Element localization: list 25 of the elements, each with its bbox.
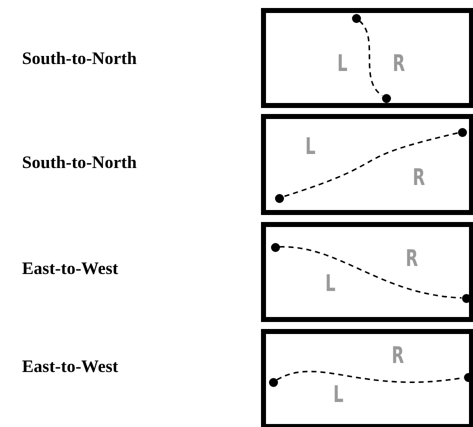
panel-box: [261, 329, 473, 427]
row-label: East-to-West: [22, 258, 118, 278]
endpoint-dot: [274, 194, 284, 202]
panel-box: [261, 114, 473, 215]
side-letter: R: [392, 52, 406, 76]
endpoint-dot: [458, 128, 466, 136]
side-letter: R: [412, 166, 426, 190]
side-letter: R: [406, 247, 418, 271]
endpoint-dot: [352, 14, 360, 22]
dashed-path: [279, 246, 462, 299]
row-label: South-to-North: [22, 152, 137, 172]
side-letter: L: [305, 135, 316, 159]
panel-box: [261, 8, 473, 108]
side-letter: L: [333, 383, 344, 407]
panel-box: [261, 222, 473, 322]
side-letter: L: [337, 52, 348, 76]
row-label: South-to-North: [22, 48, 137, 68]
side-letter: L: [325, 272, 336, 296]
endpoint-dot: [382, 94, 390, 102]
endpoint-dot: [270, 242, 280, 252]
dashed-path: [358, 20, 383, 96]
endpoint-dot: [462, 294, 470, 302]
endpoint-dot: [268, 378, 278, 386]
row-label: East-to-West: [22, 356, 118, 376]
side-letter: R: [392, 344, 404, 368]
